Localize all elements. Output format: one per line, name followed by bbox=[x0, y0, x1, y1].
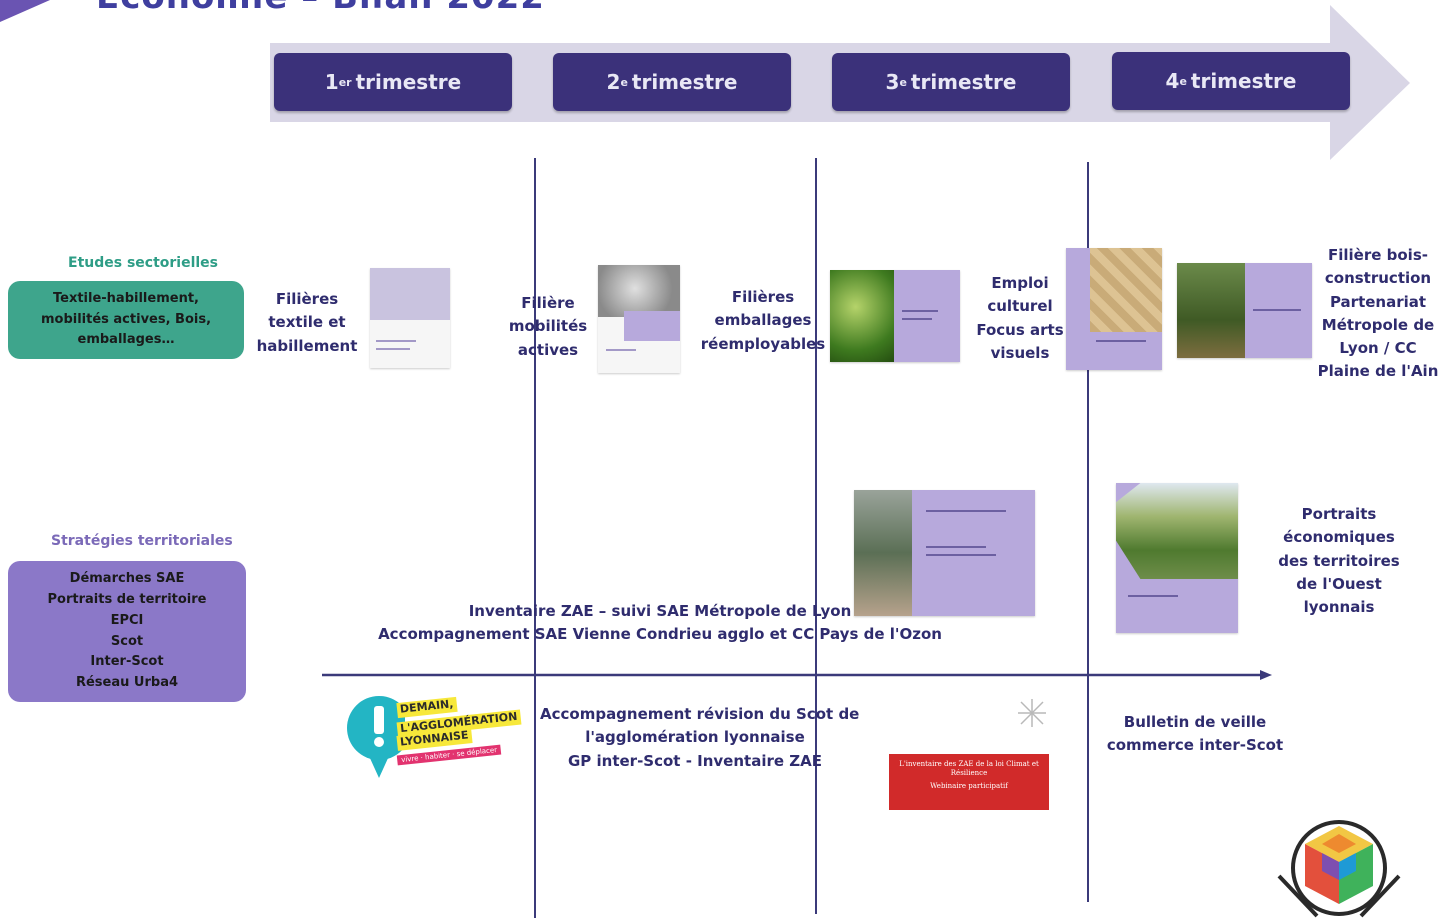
doc-thumbnail-mobilites[interactable] bbox=[598, 265, 680, 373]
item-scot-1: Accompagnement révision du Scot de bbox=[540, 705, 860, 723]
territorial-box-line: Portraits de territoire bbox=[47, 591, 207, 607]
category-label-sector: Etudes sectorielles bbox=[68, 255, 219, 271]
page-title: Economie – Bilan 2022 bbox=[96, 0, 545, 14]
territorial-box-line: Inter-Scot bbox=[90, 654, 164, 670]
webinaire-title: L'inventaire des ZAE de la loi Climat et… bbox=[899, 760, 1039, 778]
item-scot-2: l'agglomération lyonnaise bbox=[585, 728, 805, 746]
item-textile: Filières textile et habillement bbox=[256, 290, 358, 355]
doc-thumbnail-portraits[interactable] bbox=[1116, 483, 1238, 633]
webinaire-sub: Webinaire participatif bbox=[930, 782, 1008, 791]
doc-thumbnail-inventaire-zae[interactable] bbox=[854, 490, 1035, 616]
urba4-cube-logo bbox=[1277, 820, 1401, 918]
item-portraits: Portraits économiques des territoires de… bbox=[1278, 505, 1400, 616]
interscot-logo-icon bbox=[1018, 699, 1046, 727]
item-scot-3: GP inter-Scot - Inventaire ZAE bbox=[567, 752, 822, 770]
item-emploi-culturel: Emploi culturel Focus arts visuels bbox=[976, 274, 1064, 362]
territorial-box-line: Démarches SAE bbox=[69, 571, 185, 587]
territorial-box-line: Scot bbox=[110, 633, 144, 649]
item-inventaire-zae-metropole: Inventaire ZAE – suivi SAE Métropole de … bbox=[468, 602, 852, 620]
demain-agglomeration-logo: DEMAIN, L'AGGLOMÉRATION LYONNAISE vivre … bbox=[345, 690, 525, 780]
territorial-arrow bbox=[322, 670, 1272, 680]
territorial-box: Démarches SAE Portraits de territoire EP… bbox=[8, 561, 246, 702]
sector-box: Textile-habillement, mobilités actives, … bbox=[8, 281, 244, 359]
demain-line-1: DEMAIN, bbox=[396, 696, 458, 718]
item-bois: Filière bois-construction Partenariat Mé… bbox=[1317, 246, 1439, 381]
category-label-territorial: Stratégies territoriales bbox=[51, 533, 233, 549]
territorial-box-line: Réseau Urba4 bbox=[75, 675, 179, 691]
exclamation-icon bbox=[347, 696, 405, 778]
doc-thumbnail-bois[interactable] bbox=[1177, 263, 1312, 358]
item-emballages: Filières emballages réemployables bbox=[700, 288, 826, 353]
doc-thumbnail-emploi[interactable] bbox=[1066, 248, 1162, 370]
territorial-box-line: EPCI bbox=[110, 612, 144, 628]
sector-box-text: Textile-habillement, mobilités actives, … bbox=[40, 290, 212, 348]
doc-thumbnail-textile[interactable] bbox=[370, 268, 450, 368]
item-mobilites: Filière mobilités actives bbox=[508, 294, 588, 359]
quarter-divider-3 bbox=[1087, 162, 1089, 902]
quarter-divider-2 bbox=[815, 158, 817, 914]
doc-thumbnail-emballages[interactable] bbox=[830, 270, 960, 362]
quarter-divider-1 bbox=[534, 158, 536, 918]
item-accompagnement-sae: Accompagnement SAE Vienne Condrieu agglo… bbox=[378, 625, 942, 643]
item-bulletin-veille: Bulletin de veille commerce inter-Scot bbox=[1106, 713, 1284, 754]
corner-arrow-shape bbox=[0, 0, 50, 22]
doc-thumbnail-zae-webinaire[interactable]: L'inventaire des ZAE de la loi Climat et… bbox=[889, 754, 1049, 810]
